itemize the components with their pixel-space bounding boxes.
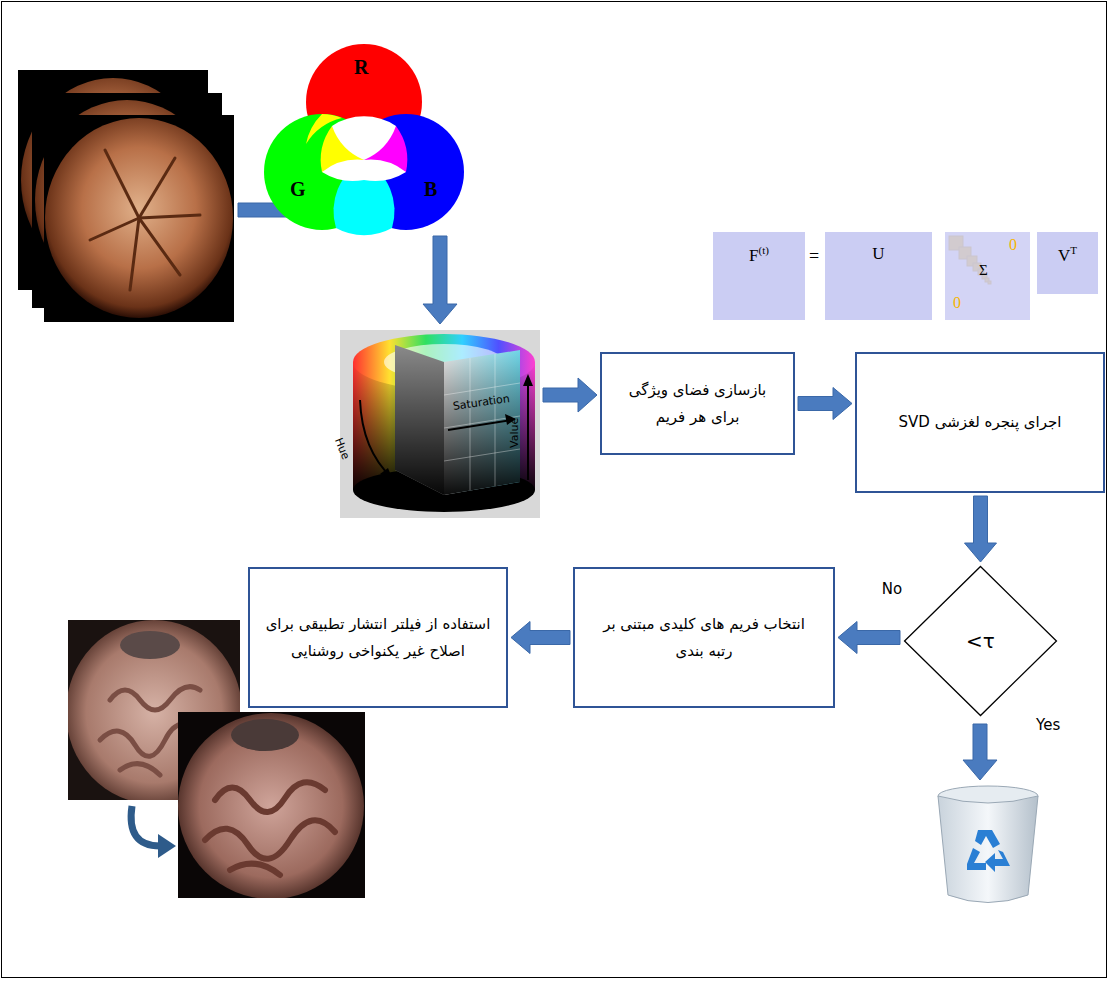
- process-box: انتخاب فریم های کلیدی مبتنی بر رتبه بندی: [573, 567, 835, 708]
- matrix-symbol: F: [749, 246, 758, 265]
- box-text-group: بازسازی فضای ویژگی برای هر فریم: [616, 377, 779, 430]
- text-label: =: [809, 246, 819, 267]
- matrix-label-group: U: [872, 244, 884, 264]
- box-label: استفاده از فیلتر انتشار تطبیقی برای اصلا…: [264, 611, 492, 664]
- decision-diamond: <τ: [903, 565, 1058, 717]
- matrix-zero: 0: [1009, 236, 1017, 254]
- matrix-box: U: [825, 232, 932, 320]
- text-label: Yes: [1036, 716, 1060, 734]
- box-text-group: استفاده از فیلتر انتشار تطبیقی برای اصلا…: [264, 611, 492, 664]
- matrix-symbol: V: [1058, 246, 1070, 265]
- flow-arrow: [965, 496, 997, 562]
- matrix-label-group: VT: [1058, 244, 1077, 266]
- box-label: اجرای پنجره لغزشی SVD: [899, 409, 1062, 435]
- box-text-group: اجرای پنجره لغزشی SVD: [899, 409, 1062, 435]
- matrix-box: VT: [1037, 232, 1098, 294]
- superscript: (t): [759, 244, 769, 256]
- process-box: استفاده از فیلتر انتشار تطبیقی برای اصلا…: [248, 567, 508, 708]
- matrix-symbol: Σ: [979, 262, 988, 279]
- box-label: انتخاب فریم های کلیدی مبتنی بر رتبه بندی: [589, 611, 819, 664]
- decision-text-group: <τ: [966, 629, 995, 653]
- superscript: T: [1070, 244, 1077, 256]
- decision-label: <τ: [966, 629, 995, 653]
- box-text-group: انتخاب فریم های کلیدی مبتنی بر رتبه بندی: [589, 611, 819, 664]
- flow-arrow: [511, 622, 570, 654]
- matrix-symbol: U: [872, 244, 884, 263]
- text-label: B: [424, 178, 437, 201]
- flow-arrow: [798, 388, 852, 420]
- text-label: R: [354, 56, 368, 79]
- box-label: بازسازی فضای ویژگی برای هر فریم: [616, 377, 779, 430]
- text-label: G: [290, 178, 306, 201]
- flow-arrow: [838, 622, 900, 654]
- process-box: اجرای پنجره لغزشی SVD: [855, 352, 1105, 493]
- matrix-label-group: F(t): [749, 244, 769, 266]
- matrix-box: Σ 0 0: [945, 232, 1030, 320]
- edge-label: No: [880, 580, 904, 598]
- matrix-box: F(t): [713, 232, 805, 320]
- matrix-zero: 0: [953, 294, 961, 312]
- process-box: بازسازی فضای ویژگی برای هر فریم: [600, 352, 795, 455]
- text-label: Value: [508, 418, 521, 448]
